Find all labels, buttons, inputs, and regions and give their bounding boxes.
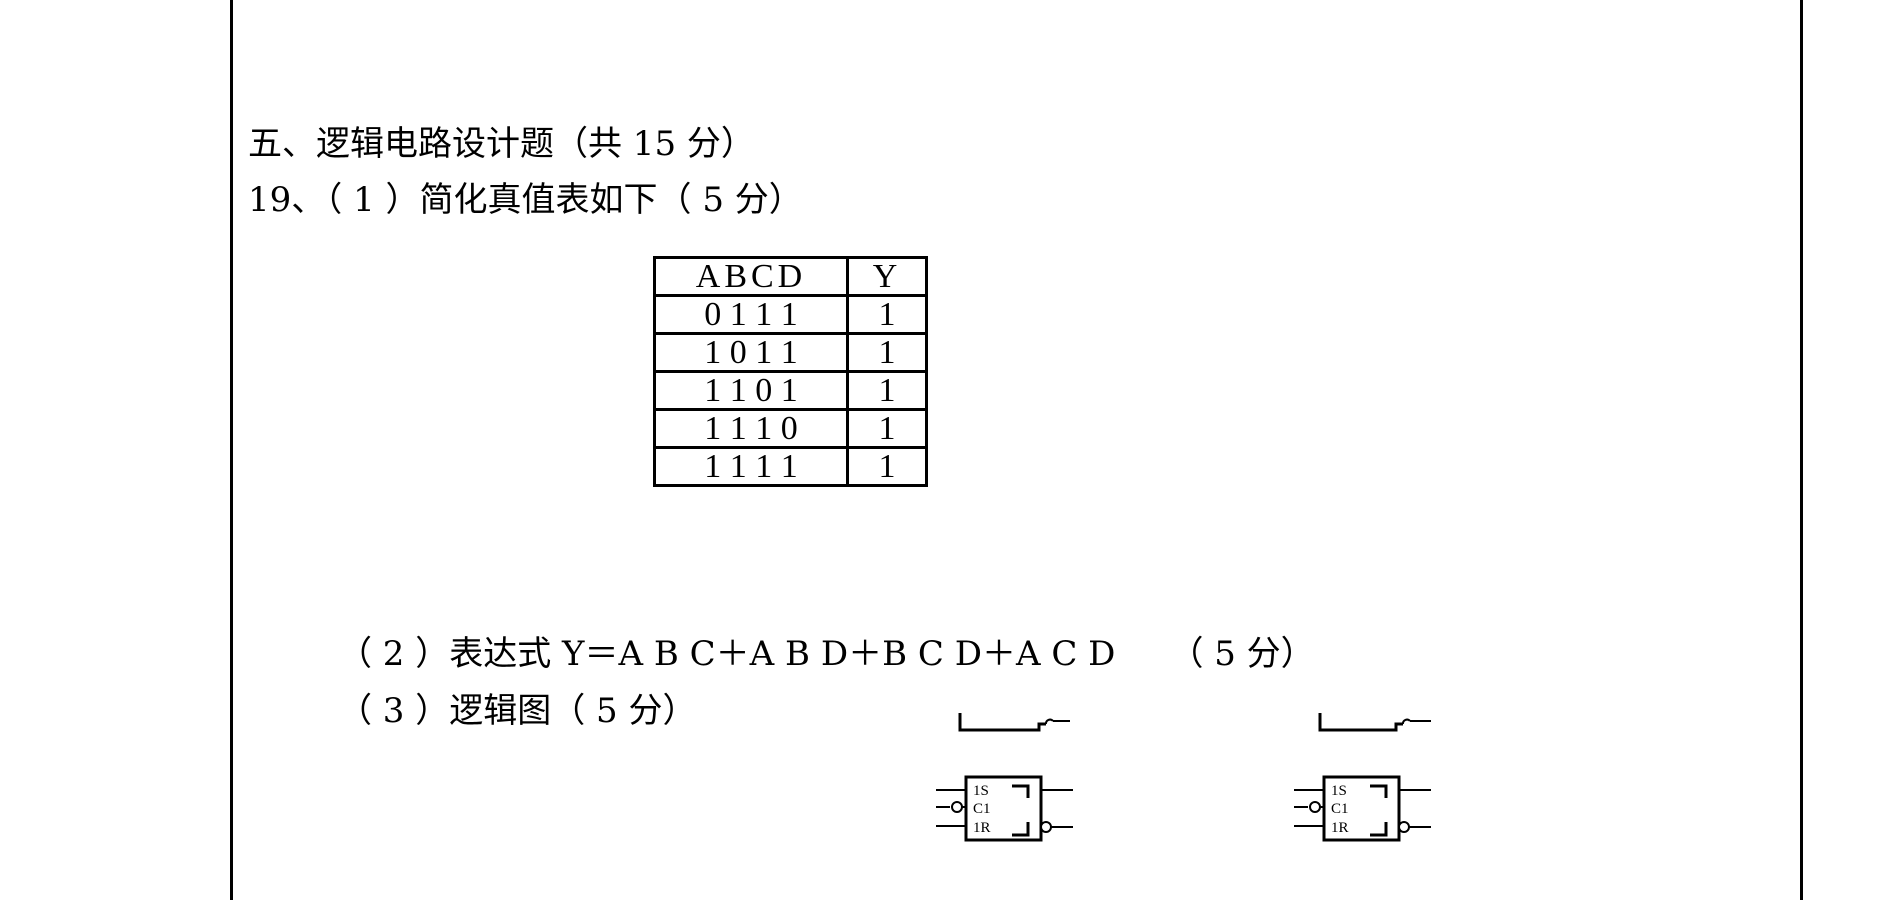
section-title: 五、逻辑电路设计题（共 15 分） [248,124,755,164]
cell-output: 1 [846,446,928,487]
s-input-label: 1S [1331,783,1347,799]
table-row: 1 1 1 0 1 [653,408,928,449]
question-19-part-2-expression: （ 2 ）表达式 Y＝A B C＋A B D＋B C D＋A C D （ 5 分… [338,634,1315,674]
flip-flop-symbol-1: 1S C1 1R [936,713,1073,842]
cell-inputs: 1 0 1 1 [653,332,849,373]
s-input-label: 1S [973,783,989,799]
cell-inputs: 1 1 1 1 [653,446,849,487]
flip-flop-diagram-1: 1S C1 1R [926,705,1126,845]
cell-output: 1 [846,294,928,335]
table-row: 1 1 0 1 1 [653,370,928,411]
c-input-label: C1 [973,801,991,817]
header-y: Y [846,256,928,297]
cell-output: 1 [846,408,928,449]
flip-flop-symbol-2: 1S C1 1R [1294,713,1431,842]
truth-table-header-row: ABCD Y [653,256,928,297]
flip-flop-diagram-2: 1S C1 1R [1284,705,1484,845]
cell-inputs: 1 1 1 0 [653,408,849,449]
r-input-label: 1R [1331,820,1349,836]
page-border-right [1800,0,1803,900]
truth-table: ABCD Y 0 1 1 1 1 1 0 1 1 1 1 1 0 1 1 1 1… [653,256,928,487]
table-row: 1 1 1 1 1 [653,446,928,487]
cell-output: 1 [846,370,928,411]
question-19-part-3-logic-diagram: （ 3 ）逻辑图（ 5 分） [338,691,697,731]
cell-inputs: 0 1 1 1 [653,294,849,335]
cell-inputs: 1 1 0 1 [653,370,849,411]
cell-output: 1 [846,332,928,373]
question-19-part-1: 19、（ 1 ）简化真值表如下（ 5 分） [248,180,803,220]
r-input-label: 1R [973,820,991,836]
page-border-left [230,0,233,900]
table-row: 1 0 1 1 1 [653,332,928,373]
table-row: 0 1 1 1 1 [653,294,928,335]
c-input-label: C1 [1331,801,1349,817]
header-abcd: ABCD [653,256,849,297]
